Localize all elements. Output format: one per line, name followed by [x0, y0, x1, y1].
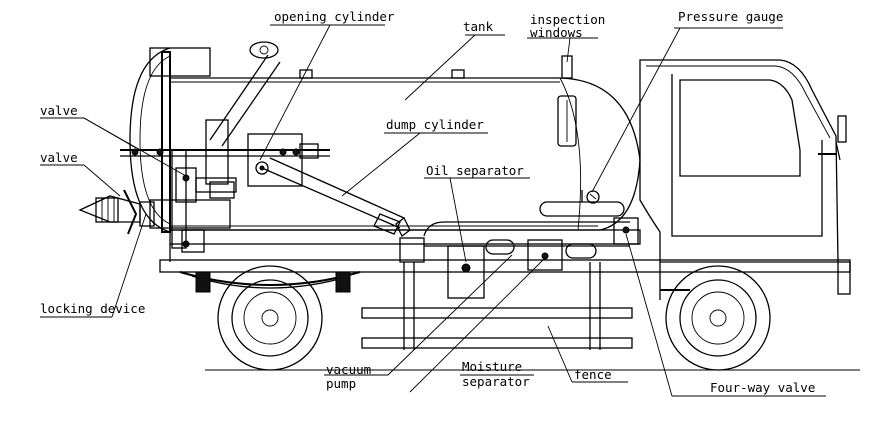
label-inspection-line2: windows	[530, 25, 583, 40]
side-fence	[361, 262, 633, 350]
label-oil-separator: Oil separator	[426, 163, 524, 178]
dump-cylinder	[261, 157, 411, 237]
inspection-window	[557, 55, 577, 147]
moisture-separator-unit	[527, 239, 597, 271]
truck-drawing	[78, 41, 860, 371]
label-fence: fence	[574, 367, 612, 382]
label-opening-cylinder: opening cylinder	[274, 9, 395, 24]
callout-lines	[40, 24, 826, 397]
label-moisture-line2: separator	[462, 374, 530, 389]
opening-cylinder-pipe	[195, 41, 281, 193]
label-valve-top: valve	[40, 103, 78, 118]
label-pressure-gauge: Pressure gauge	[678, 9, 783, 24]
oil-separator-unit	[447, 239, 515, 299]
label-vacuum-line2: pump	[326, 376, 356, 391]
rear-wheel	[217, 265, 323, 371]
label-tank: tank	[463, 19, 494, 34]
label-locking-device: locking device	[40, 301, 145, 316]
front-wheel	[660, 265, 771, 371]
truck-cab	[639, 59, 851, 300]
labels: opening cylinder tank inspection windows…	[40, 9, 815, 395]
dump-cylinder-box	[247, 133, 320, 187]
label-four-way-valve: Four-way valve	[710, 380, 815, 395]
label-inspection-line1: inspection	[530, 12, 605, 27]
label-valve-bottom: valve	[40, 150, 78, 165]
label-moisture-line1: Moisture	[462, 359, 522, 374]
tank-body	[169, 69, 641, 231]
label-dump-cylinder: dump cylinder	[386, 117, 484, 132]
rear-leaf-spring	[179, 271, 361, 293]
label-vacuum-line1: vacuum	[326, 362, 371, 377]
rear-valves	[78, 167, 235, 248]
